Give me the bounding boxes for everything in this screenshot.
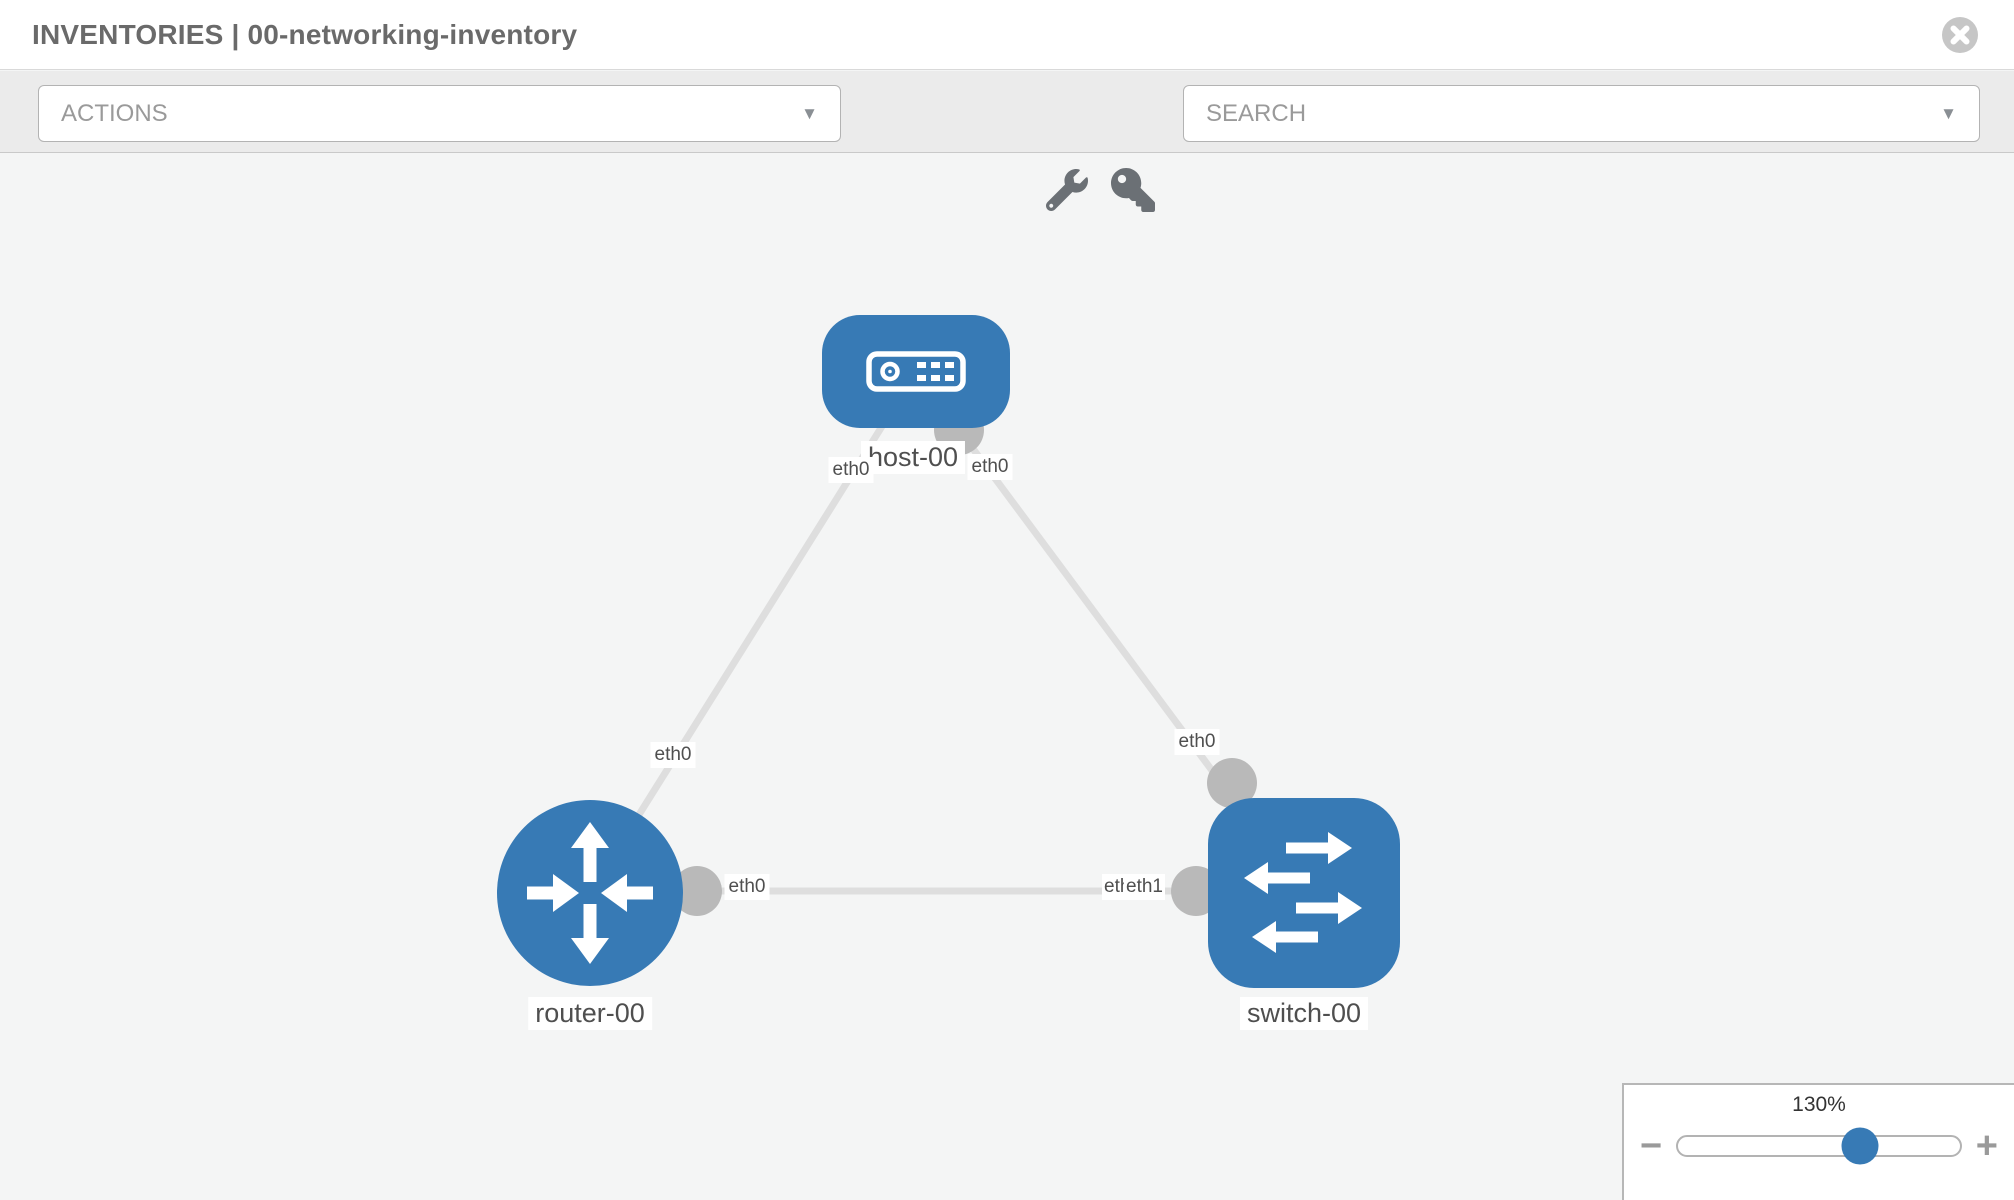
port-label-host-to-router: eth0 <box>828 457 874 483</box>
switch-icon <box>1244 832 1362 953</box>
port-label-router-to-switch: eth0 <box>724 874 770 900</box>
search-dropdown[interactable]: SEARCH ▼ <box>1183 85 1980 142</box>
node-label-host: host-00 <box>860 441 966 475</box>
chevron-down-icon: ▼ <box>801 103 818 123</box>
zoom-in-button[interactable]: + <box>1975 1125 1998 1167</box>
header-bar: INVENTORIES | 00-networking-inventory <box>0 0 2014 70</box>
close-icon <box>1942 17 1978 53</box>
host-icon <box>866 351 966 392</box>
zoom-slider-track[interactable] <box>1676 1127 1962 1165</box>
close-button[interactable] <box>1942 17 1978 53</box>
search-placeholder: SEARCH <box>1206 99 1307 127</box>
port-label-host-to-switch: eth0 <box>967 454 1013 480</box>
zoom-panel: 130% − + <box>1622 1083 2014 1200</box>
zoom-slider-thumb[interactable] <box>1841 1127 1879 1165</box>
port-label-switch-to-host: eth0 <box>1174 729 1220 755</box>
wrench-icon[interactable] <box>1044 168 1090 214</box>
chevron-down-icon: ▼ <box>1940 103 1957 123</box>
endpoint-router-right <box>672 866 722 916</box>
node-switch-00[interactable] <box>1208 798 1400 988</box>
zoom-out-button[interactable]: − <box>1640 1125 1663 1167</box>
actions-dropdown[interactable]: ACTIONS ▼ <box>38 85 841 142</box>
node-host-00[interactable] <box>822 315 1010 428</box>
port-label-switch-to-router: eth1 <box>1124 874 1165 900</box>
actions-dropdown-label: ACTIONS <box>61 99 168 127</box>
node-label-router: router-00 <box>528 997 652 1031</box>
key-icon[interactable] <box>1110 168 1156 214</box>
node-router-00[interactable] <box>497 800 683 986</box>
endpoint-switch-top <box>1207 758 1257 808</box>
zoom-level-text: 130% <box>1792 1093 1846 1116</box>
node-label-switch: switch-00 <box>1239 997 1369 1031</box>
page-title: INVENTORIES | 00-networking-inventory <box>32 18 578 50</box>
toolbar: ACTIONS ▼ SEARCH ▼ <box>0 71 2014 212</box>
router-icon <box>527 822 653 964</box>
port-label-router-to-host: eth0 <box>650 742 696 768</box>
